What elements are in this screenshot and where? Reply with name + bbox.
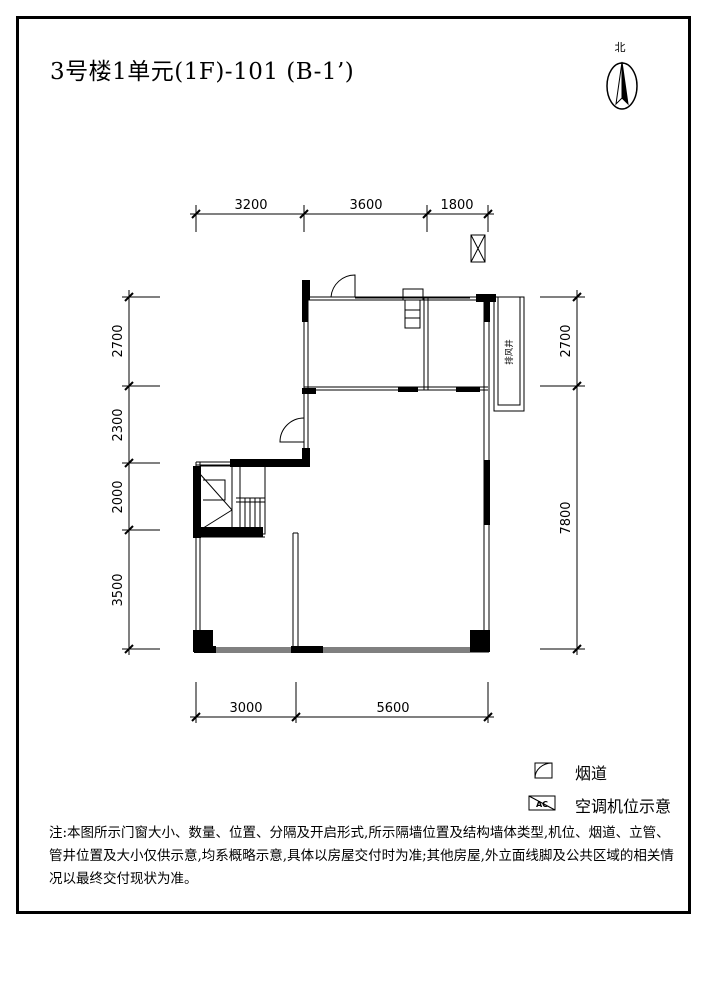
dimension-top xyxy=(190,205,494,232)
dim-left-4: 3500 xyxy=(111,573,126,606)
dim-left-3: 2000 xyxy=(111,480,126,513)
compass-north-label: 北 xyxy=(615,41,626,54)
dimension-right xyxy=(540,290,585,655)
dim-left-1: 2700 xyxy=(111,324,126,357)
solid-walls xyxy=(193,280,496,653)
dim-bottom-1: 3000 xyxy=(229,701,262,716)
legend-flue: 烟道 xyxy=(575,760,607,784)
dim-right-2: 7800 xyxy=(559,501,574,534)
dim-top-1: 3200 xyxy=(234,198,267,213)
dim-left-2: 2300 xyxy=(111,408,126,441)
drawing-frame xyxy=(16,16,691,914)
dim-bottom-2: 5600 xyxy=(376,701,409,716)
plan-title: 3号楼1单元(1F)-101 (B-1’) xyxy=(50,59,355,85)
compass-needle-right xyxy=(621,61,629,106)
ac-legend-icon xyxy=(528,795,556,811)
flue-legend-icon xyxy=(534,762,553,779)
vent-shaft-label: 排风井 xyxy=(504,339,515,365)
legend-ac: 空调机位示意 xyxy=(575,793,671,817)
dimension-bottom xyxy=(190,682,494,723)
dimension-left xyxy=(122,290,160,655)
legend-flue-label: 烟道 xyxy=(575,764,608,783)
legend-ac-label: 空调机位示意 xyxy=(575,797,672,816)
dim-top-3: 1800 xyxy=(440,198,473,213)
compass-needle-left xyxy=(615,61,623,106)
ac-legend-symbol-text: AC xyxy=(536,800,548,809)
dim-right-1: 2700 xyxy=(559,324,574,357)
disclaimer-note: 注:本图所示门窗大小、数量、位置、分隔及开启形式,所示隔墙位置及结构墙体类型,机… xyxy=(49,825,674,887)
dim-top-2: 3600 xyxy=(349,198,382,213)
ac-unit-symbol xyxy=(470,234,486,263)
compass: 北 xyxy=(606,41,638,110)
